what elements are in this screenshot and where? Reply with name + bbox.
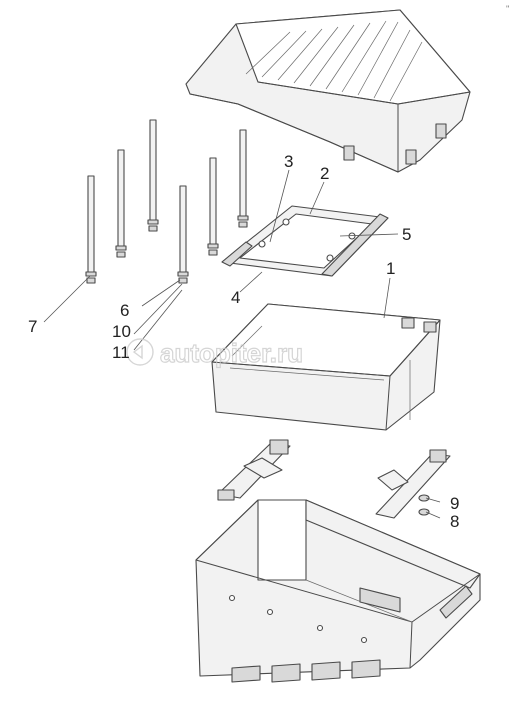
tie-rod <box>115 149 127 258</box>
watermark: autopiter.ru <box>126 337 304 369</box>
hold-down-frame <box>221 205 389 277</box>
leader-lines <box>43 169 441 519</box>
callout-labels: 1 2 3 4 5 6 7 8 9 10 11 <box>28 152 459 531</box>
tie-rod <box>85 175 97 284</box>
callout-2: 2 <box>320 164 329 183</box>
callout-5: 5 <box>402 225 411 244</box>
battery-cover <box>185 9 471 173</box>
tie-rod <box>237 129 249 228</box>
watermark-arrow-icon <box>132 344 143 360</box>
tie-rod <box>207 157 219 256</box>
tie-rod <box>177 185 189 284</box>
callout-7: 7 <box>28 317 37 336</box>
callout-3: 3 <box>284 152 293 171</box>
support-bracket-right <box>375 449 451 519</box>
watermark-logo-icon <box>126 338 154 366</box>
callout-4: 4 <box>231 288 240 307</box>
tie-rod <box>147 119 159 232</box>
callout-1: 1 <box>386 259 395 278</box>
callout-6: 6 <box>120 301 129 320</box>
tie-rod-group <box>85 119 249 284</box>
callout-11: 11 <box>112 343 130 362</box>
support-bracket-left <box>217 439 291 501</box>
callout-9: 9 <box>450 494 459 513</box>
corner-mark: '' <box>506 4 510 14</box>
callout-8: 8 <box>450 512 459 531</box>
watermark-text: autopiter.ru <box>160 338 303 368</box>
battery-tray <box>195 499 481 683</box>
callout-10: 10 <box>112 322 131 341</box>
battery <box>211 303 441 431</box>
